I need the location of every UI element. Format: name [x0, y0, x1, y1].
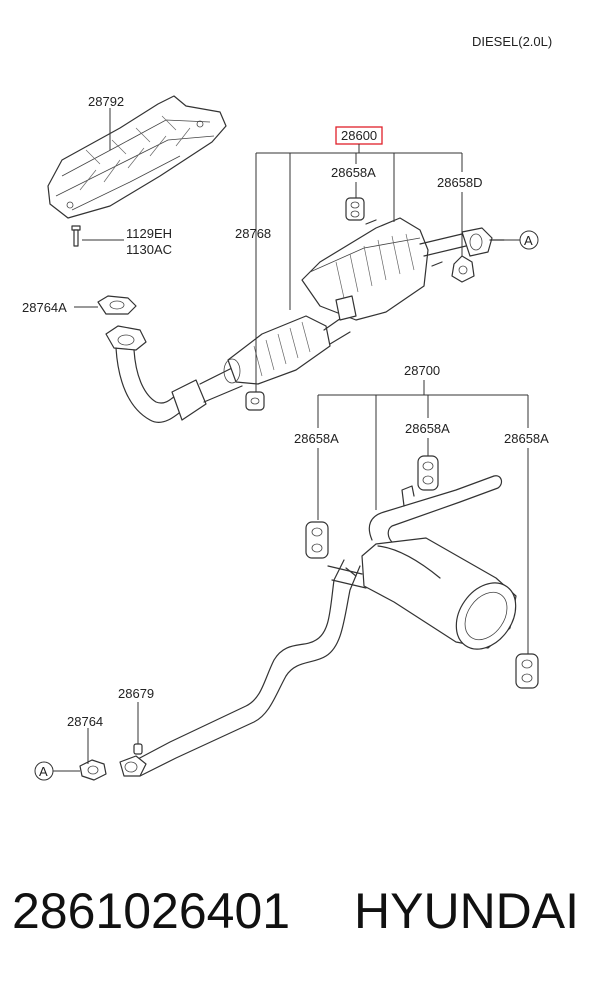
front-muffler [301, 217, 505, 321]
tail-pipe [368, 475, 503, 543]
hanger-a-left [305, 521, 329, 559]
hanger-d [451, 255, 475, 283]
brand-name: HYUNDAI [354, 883, 579, 939]
assembly-rear-number: 28700 [404, 363, 440, 378]
connector-front-label: A [524, 233, 533, 248]
hanger-a-mid [417, 455, 439, 491]
hanger-a-right-number: 28658A [504, 431, 549, 446]
gasket-front [97, 295, 137, 315]
connector-front-circle [519, 230, 539, 250]
connector-rear-circle [34, 761, 54, 781]
connector-rear-label: A [39, 764, 48, 779]
hanger-d-number: 28658D [437, 175, 483, 190]
hanger-a-mid-number: 28658A [405, 421, 450, 436]
catalytic-converter [223, 315, 351, 385]
bolt [71, 225, 81, 247]
gasket-rear-number: 28764 [67, 714, 103, 729]
engine-label: DIESEL(2.0L) [472, 34, 552, 49]
assembly-front-number: 28600 [341, 128, 377, 143]
heat-shield [47, 95, 227, 219]
rear-muffler [327, 537, 517, 650]
gasket-rear [79, 759, 107, 781]
bolt-number-b: 1130AC [126, 242, 172, 257]
hanger-a-right [515, 653, 539, 689]
bolt-number-a: 1129EH [126, 226, 172, 241]
hanger-a-left-number: 28658A [294, 431, 339, 446]
front-pipe [105, 325, 243, 423]
clamp [133, 743, 143, 755]
hanger-center [245, 391, 265, 411]
clamp-number: 28679 [118, 686, 154, 701]
hanger-a-top [345, 197, 365, 221]
center-pipe-number: 28768 [235, 226, 271, 241]
part-number: 2861026401 [12, 883, 290, 939]
rear-pipe [119, 559, 361, 777]
hanger-a-top-number: 28658A [331, 165, 376, 180]
heat-shield-number: 28792 [88, 94, 124, 109]
gasket-front-number: 28764A [22, 300, 67, 315]
